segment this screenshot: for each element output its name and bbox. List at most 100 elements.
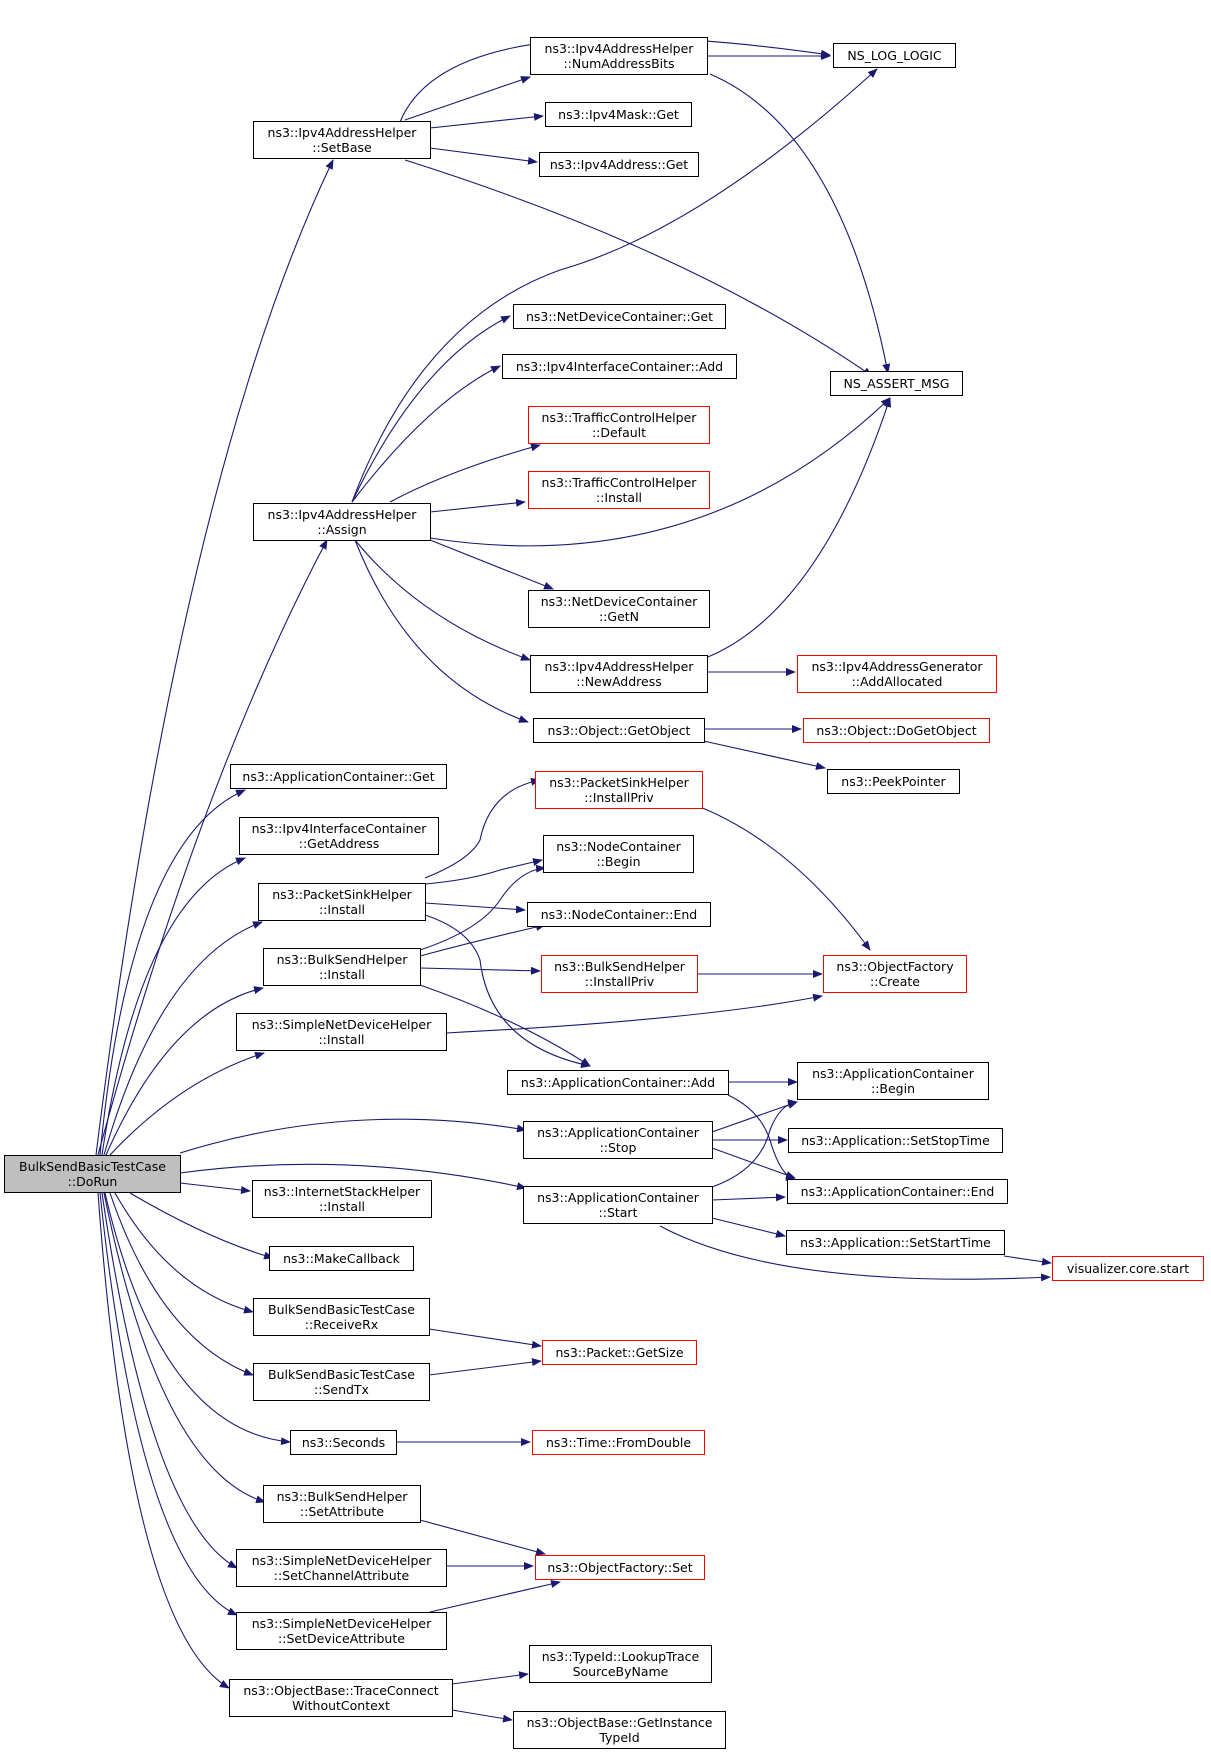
node-applicationcontainer-begin[interactable]: ns3::ApplicationContainer::Begin [797,1062,989,1100]
node-applicationcontainer-get[interactable]: ns3::ApplicationContainer::Get [230,764,447,789]
node-ipv4addresshelper-newaddress[interactable]: ns3::Ipv4AddressHelper::NewAddress [530,655,708,693]
node-label-line1: ns3::Ipv4InterfaceContainer::Add [515,359,724,374]
node-dorun-root[interactable]: BulkSendBasicTestCase::DoRun [4,1155,181,1193]
node-applicationcontainer-stop[interactable]: ns3::ApplicationContainer::Stop [523,1121,713,1159]
node-bulksendhelper-installpriv[interactable]: ns3::BulkSendHelper::InstallPriv [541,955,698,993]
node-label-line1: ns3::NodeContainer [556,839,681,854]
node-simplenetdevicehelper-setchannelattribute[interactable]: ns3::SimpleNetDeviceHelper::SetChannelAt… [236,1549,447,1587]
edge [419,864,546,951]
edge [101,1192,238,1569]
node-ipv4interfacecontainer-add[interactable]: ns3::Ipv4InterfaceContainer::Add [502,354,737,379]
edge [711,1099,798,1188]
edge [419,923,546,957]
node-seconds[interactable]: ns3::Seconds [290,1430,397,1455]
node-application-setstarttime[interactable]: ns3::Application::SetStartTime [786,1230,1005,1255]
node-label-line2: ::AddAllocated [851,674,943,689]
node-label-line2: ::Begin [596,854,641,869]
node-object-getobject[interactable]: ns3::Object::GetObject [533,718,705,743]
node-applicationcontainer-start[interactable]: ns3::ApplicationContainer::Start [523,1186,713,1224]
node-internetstackhelper-install[interactable]: ns3::InternetStackHelper::Install [252,1180,432,1218]
edge [179,1163,527,1191]
edge [179,1182,251,1194]
node-label-line1: ns3::Ipv4AddressHelper [267,507,417,522]
edge [103,1192,266,1504]
node-nodecontainer-end[interactable]: ns3::NodeContainer::End [527,902,711,927]
node-visualizer-core-start[interactable]: visualizer.core.start [1052,1256,1204,1281]
edge [1003,1255,1052,1266]
node-label-line1: ns3::Ipv4AddressHelper [267,125,417,140]
node-label-line2: ::Stop [599,1140,637,1155]
node-ns-log-logic[interactable]: NS_LOG_LOGIC [833,43,956,68]
node-simplenetdevicehelper-install[interactable]: ns3::SimpleNetDeviceHelper::Install [236,1013,447,1051]
node-label-line1: ns3::Ipv4AddressGenerator [811,659,983,674]
edge [424,777,541,879]
node-applicationcontainer-end[interactable]: ns3::ApplicationContainer::End [787,1179,1008,1204]
node-label-line2: ::Begin [870,1081,916,1096]
node-packetsinkhelper-installpriv[interactable]: ns3::PacketSinkHelper::InstallPriv [535,771,703,809]
node-label-line2: WithoutContext [292,1698,390,1713]
edge [429,112,544,129]
edge [424,902,526,914]
node-bulksendhelper-install[interactable]: ns3::BulkSendHelper::Install [263,948,421,986]
node-makecallback[interactable]: ns3::MakeCallback [269,1246,414,1271]
node-label-line2: ::Create [870,974,920,989]
node-netdevicecontainer-get[interactable]: ns3::NetDeviceContainer::Get [513,304,726,329]
edge [419,1519,546,1556]
node-label-line2: ::Install [318,1199,366,1214]
node-label-line1: ns3::TypeId::LookupTrace [541,1649,700,1664]
node-time-fromdouble[interactable]: ns3::Time::FromDouble [532,1430,705,1455]
node-packetsinkhelper-install[interactable]: ns3::PacketSinkHelper::Install [258,883,426,921]
node-ipv4addressgenerator-addallocated[interactable]: ns3::Ipv4AddressGenerator::AddAllocated [797,655,997,693]
edge [689,802,871,951]
node-label-line2: ::SendTx [314,1382,369,1397]
node-applicationcontainer-add[interactable]: ns3::ApplicationContainer::Add [507,1070,729,1095]
node-application-setstoptime[interactable]: ns3::Application::SetStopTime [788,1128,1003,1153]
edge [711,1147,796,1179]
node-label-line1: ns3::Ipv4Mask::Get [558,107,679,122]
edge [351,68,878,503]
node-objectfactory-set[interactable]: ns3::ObjectFactory::Set [535,1555,705,1580]
node-peekpointer[interactable]: ns3::PeekPointer [827,769,960,794]
node-label-line1: ns3::Application::SetStartTime [800,1235,991,1250]
node-ipv4mask-get[interactable]: ns3::Ipv4Mask::Get [545,102,692,127]
node-label-line2: ::Default [591,425,647,440]
node-ns-assert-msg[interactable]: NS_ASSERT_MSG [830,371,963,396]
node-bulksendhelper-setattribute[interactable]: ns3::BulkSendHelper::SetAttribute [263,1485,421,1523]
node-label-line1: ns3::ObjectBase::GetInstance [526,1715,713,1730]
node-nodecontainer-begin[interactable]: ns3::NodeContainer::Begin [543,835,694,873]
node-numaddressbits[interactable]: ns3::Ipv4AddressHelper::NumAddressBits [530,37,708,75]
node-label-line2: ::Assign [317,522,367,537]
edge [105,986,264,1156]
edge [354,539,529,723]
node-trafficcontrolhelper-install[interactable]: ns3::TrafficControlHelper::Install [528,471,710,509]
edge [389,443,541,503]
node-packet-getsize[interactable]: ns3::Packet::GetSize [542,1340,697,1365]
node-label-line1: ns3::NetDeviceContainer::Get [525,309,714,324]
edge [711,1193,786,1202]
edge [354,539,531,661]
node-bulksendbasictestcase-sendtx[interactable]: BulkSendBasicTestCase::SendTx [253,1363,430,1401]
node-label-line1: ns3::Ipv4AddressHelper [544,41,694,56]
edge [429,498,526,513]
node-label-line1: ns3::Application::SetStopTime [801,1133,990,1148]
node-label-line1: ns3::Object::GetObject [547,723,691,738]
node-bulksendbasictestcase-receiverx[interactable]: BulkSendBasicTestCase::ReceiveRx [253,1298,430,1336]
edge [114,1192,254,1314]
node-setbase[interactable]: ns3::Ipv4AddressHelper::SetBase [253,121,431,159]
node-label-line2: ::Start [598,1205,638,1220]
node-ipv4interfacecontainer-getaddress[interactable]: ns3::Ipv4InterfaceContainer::GetAddress [239,817,439,855]
edge [711,1217,786,1238]
node-objectfactory-create[interactable]: ns3::ObjectFactory::Create [823,955,967,993]
node-object-dogetobject[interactable]: ns3::Object::DoGetObject [803,718,990,743]
node-ipv4address-get[interactable]: ns3::Ipv4Address::Get [539,152,699,177]
node-label-line2: ::Install [318,1032,365,1047]
node-trafficcontrolhelper-default[interactable]: ns3::TrafficControlHelper::Default [528,406,710,444]
node-simplenetdevicehelper-setdeviceattribute[interactable]: ns3::SimpleNetDeviceHelper::SetDeviceAtt… [236,1612,447,1650]
edge [351,315,511,503]
node-netdevicecontainer-getn[interactable]: ns3::NetDeviceContainer::GetN [528,590,710,628]
node-label-line2: ::NewAddress [576,674,662,689]
node-ipv4addresshelper-assign[interactable]: ns3::Ipv4AddressHelper::Assign [253,503,431,541]
